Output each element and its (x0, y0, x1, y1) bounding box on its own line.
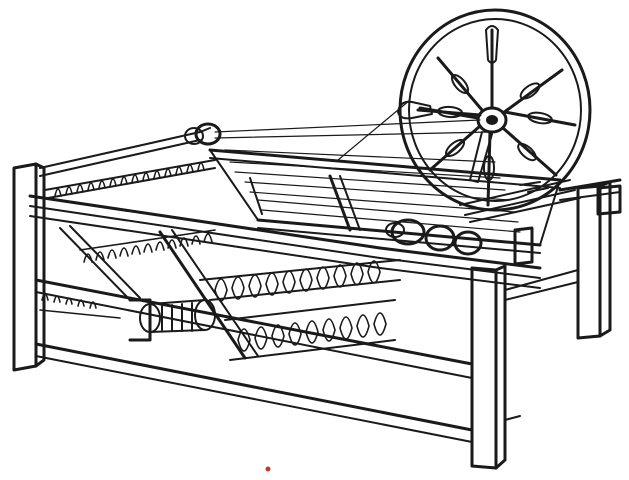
back-rail (39, 122, 222, 177)
spindle-row-back (44, 159, 216, 199)
scan-speck (265, 466, 271, 472)
carriage (208, 148, 581, 256)
legs (12, 162, 622, 470)
bobbin-rows (39, 229, 401, 361)
threads (214, 99, 521, 233)
lower-drum (139, 299, 216, 333)
lower-rails (34, 225, 579, 443)
